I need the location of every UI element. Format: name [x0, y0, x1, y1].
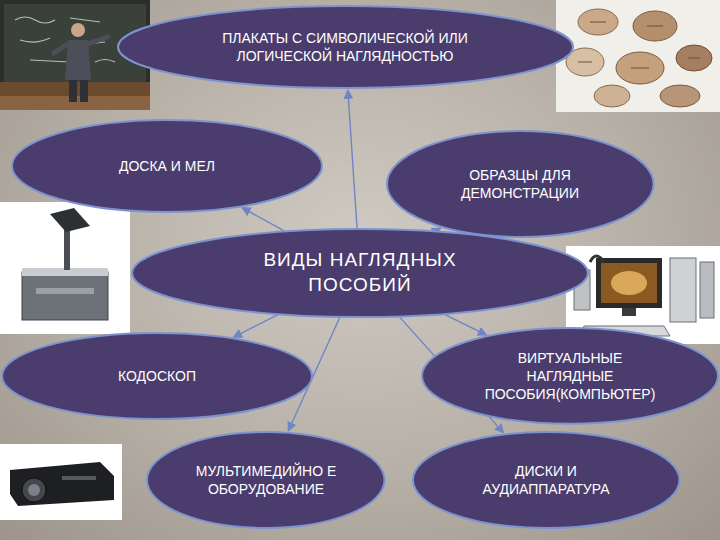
- ellipse-outline: [145, 430, 387, 530]
- text-wrap: ПЛАКАТЫ С СИМВОЛИЧЕСКОЙ ИЛИ ЛОГИЧЕСКОЙ Н…: [195, 29, 495, 65]
- ellipse-outline: [116, 4, 575, 90]
- ellipse-shape: [118, 6, 573, 88]
- text-wrap: МУЛЬТИМЕДИЙНО Е ОБОРУДОВАНИЕ: [191, 462, 341, 498]
- category-label: ДОСКА И МЕЛ: [67, 157, 267, 175]
- shells-photo: [556, 0, 720, 112]
- category-ellipse: ОБРАЗЦЫ ДЛЯ ДЕМОНСТРАЦИИ: [385, 129, 656, 239]
- category-label: ПЛАКАТЫ С СИМВОЛИЧЕСКОЙ ИЛИ ЛОГИЧЕСКОЙ Н…: [195, 29, 495, 65]
- category-ellipse: ПЛАКАТЫ С СИМВОЛИЧЕСКОЙ ИЛИ ЛОГИЧЕСКОЙ Н…: [116, 4, 575, 90]
- category-ellipse: ВИРТУАЛЬНЫЕ НАГЛЯДНЫЕ ПОСОБИЯ(КОМПЬЮТЕР): [420, 326, 720, 426]
- category-label: ОБРАЗЦЫ ДЛЯ ДЕМОНСТРАЦИИ: [435, 166, 605, 202]
- ellipse-outline: [411, 430, 682, 530]
- multimedia-projector: [0, 444, 122, 520]
- text-wrap: ДОСКА И МЕЛ: [67, 157, 267, 175]
- ellipse-shape: [422, 328, 718, 424]
- text-wrap: ДИСКИ И АУДИАППАРАТУРА: [461, 462, 631, 498]
- category-label: ВИРТУАЛЬНЫЕ НАГЛЯДНЫЕ ПОСОБИЯ(КОМПЬЮТЕР): [478, 349, 663, 404]
- category-ellipse: ДОСКА И МЕЛ: [10, 118, 324, 214]
- ellipse-shape: [147, 432, 385, 528]
- ellipse-shape: [12, 120, 322, 212]
- overhead-projector: [0, 202, 130, 334]
- ellipse-shape: [2, 333, 312, 419]
- category-label: ДИСКИ И АУДИАППАРАТУРА: [461, 462, 631, 498]
- text-wrap: ВИРТУАЛЬНЫЕ НАГЛЯДНЫЕ ПОСОБИЯ(КОМПЬЮТЕР): [478, 349, 663, 404]
- ellipse-shape: [387, 131, 654, 237]
- category-ellipse: КОДОСКОП: [0, 331, 314, 421]
- text-wrap: ОБРАЗЦЫ ДЛЯ ДЕМОНСТРАЦИИ: [435, 166, 605, 202]
- category-ellipse: МУЛЬТИМЕДИЙНО Е ОБОРУДОВАНИЕ: [145, 430, 387, 530]
- category-ellipse: ДИСКИ И АУДИАППАРАТУРА: [411, 430, 682, 530]
- connector-arrow: [233, 315, 278, 338]
- ellipse-outline: [130, 227, 590, 319]
- connector-arrow: [444, 314, 486, 335]
- category-label: МУЛЬТИМЕДИЙНО Е ОБОРУДОВАНИЕ: [191, 462, 341, 498]
- ellipse-shape: [132, 229, 588, 317]
- category-label: КОДОСКОП: [57, 367, 257, 385]
- text-wrap: КОДОСКОП: [57, 367, 257, 385]
- central-title: ВИДЫ НАГЛЯДНЫХ ПОСОБИЙ: [230, 248, 490, 297]
- connector-arrow: [348, 90, 357, 228]
- ellipse-shape: [413, 432, 680, 528]
- text-wrap: ВИДЫ НАГЛЯДНЫХ ПОСОБИЙ: [230, 248, 490, 297]
- ellipse-outline: [385, 129, 656, 239]
- connector-arrow: [242, 208, 284, 231]
- central-ellipse: ВИДЫ НАГЛЯДНЫХ ПОСОБИЙ: [130, 227, 590, 319]
